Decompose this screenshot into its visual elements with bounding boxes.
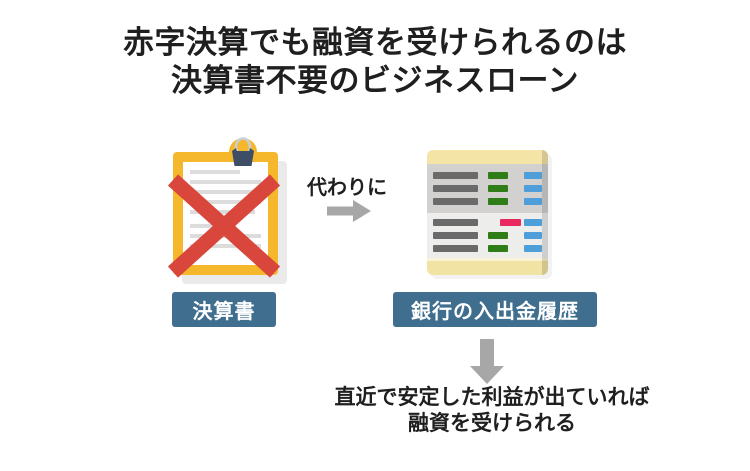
- crossed-out-financial-statement-icon: [168, 136, 290, 286]
- red-cross-icon: [168, 174, 280, 278]
- balance-bar: [524, 232, 542, 239]
- rejected-item-label: 決算書: [172, 292, 276, 327]
- ledger-bottom-bar: [427, 258, 548, 275]
- balance-bar: [524, 245, 542, 252]
- document-text-line: [190, 190, 261, 194]
- document-text-line: [190, 170, 240, 174]
- binder-clip-icon: [232, 137, 254, 166]
- ledger-row: [427, 216, 548, 229]
- credit-bar: [488, 245, 508, 252]
- document-text-line: [190, 224, 236, 228]
- debit-bar: [500, 219, 521, 226]
- accepted-item-label: 銀行の入出金履歴: [393, 292, 597, 327]
- conclusion-line-1: 直近で安定した利益が出ていれば: [334, 386, 650, 409]
- entry-bar: [433, 185, 478, 192]
- credit-bar: [488, 198, 508, 205]
- balance-bar: [524, 172, 542, 179]
- page-title-line-2: 決算書不要のビジネスローン: [171, 63, 579, 98]
- conclusion-text: 直近で安定した利益が出ていれば 融資を受けられる: [292, 385, 692, 437]
- document-text-line: [190, 200, 261, 204]
- credit-bar: [488, 232, 508, 239]
- document-text-line: [190, 210, 256, 214]
- document-text-line: [190, 180, 261, 184]
- entry-bar: [433, 245, 478, 252]
- ledger-page-edge: [542, 150, 548, 275]
- ledger-row: [427, 182, 548, 195]
- credit-bar: [488, 172, 508, 179]
- balance-bar: [524, 198, 542, 205]
- document-text-line: [190, 244, 261, 248]
- balance-bar: [524, 185, 542, 192]
- balance-bar: [524, 219, 542, 226]
- entry-bar: [433, 219, 478, 226]
- ledger-row: [427, 229, 548, 242]
- page-title: 赤字決算でも融資を受けられるのは 決算書不要のビジネスローン: [0, 24, 750, 100]
- entry-bar: [433, 232, 478, 239]
- ledger-upper-section: [427, 164, 548, 213]
- down-arrow-icon: [470, 339, 504, 384]
- page-title-line-1: 赤字決算でも融資を受けられるのは: [123, 25, 627, 60]
- ledger-row: [427, 195, 548, 208]
- ledger-top-bar: [427, 150, 548, 164]
- conclusion-line-2: 融資を受けられる: [408, 412, 576, 435]
- ledger-row: [427, 169, 548, 182]
- ledger-lower-section: [427, 213, 548, 258]
- entry-bar: [433, 172, 478, 179]
- bank-ledger-icon: [427, 150, 548, 275]
- transition-text: 代わりに: [307, 177, 387, 199]
- entry-bar: [433, 198, 478, 205]
- right-arrow-icon: [327, 200, 371, 222]
- ledger-row: [427, 242, 548, 255]
- credit-bar: [488, 185, 508, 192]
